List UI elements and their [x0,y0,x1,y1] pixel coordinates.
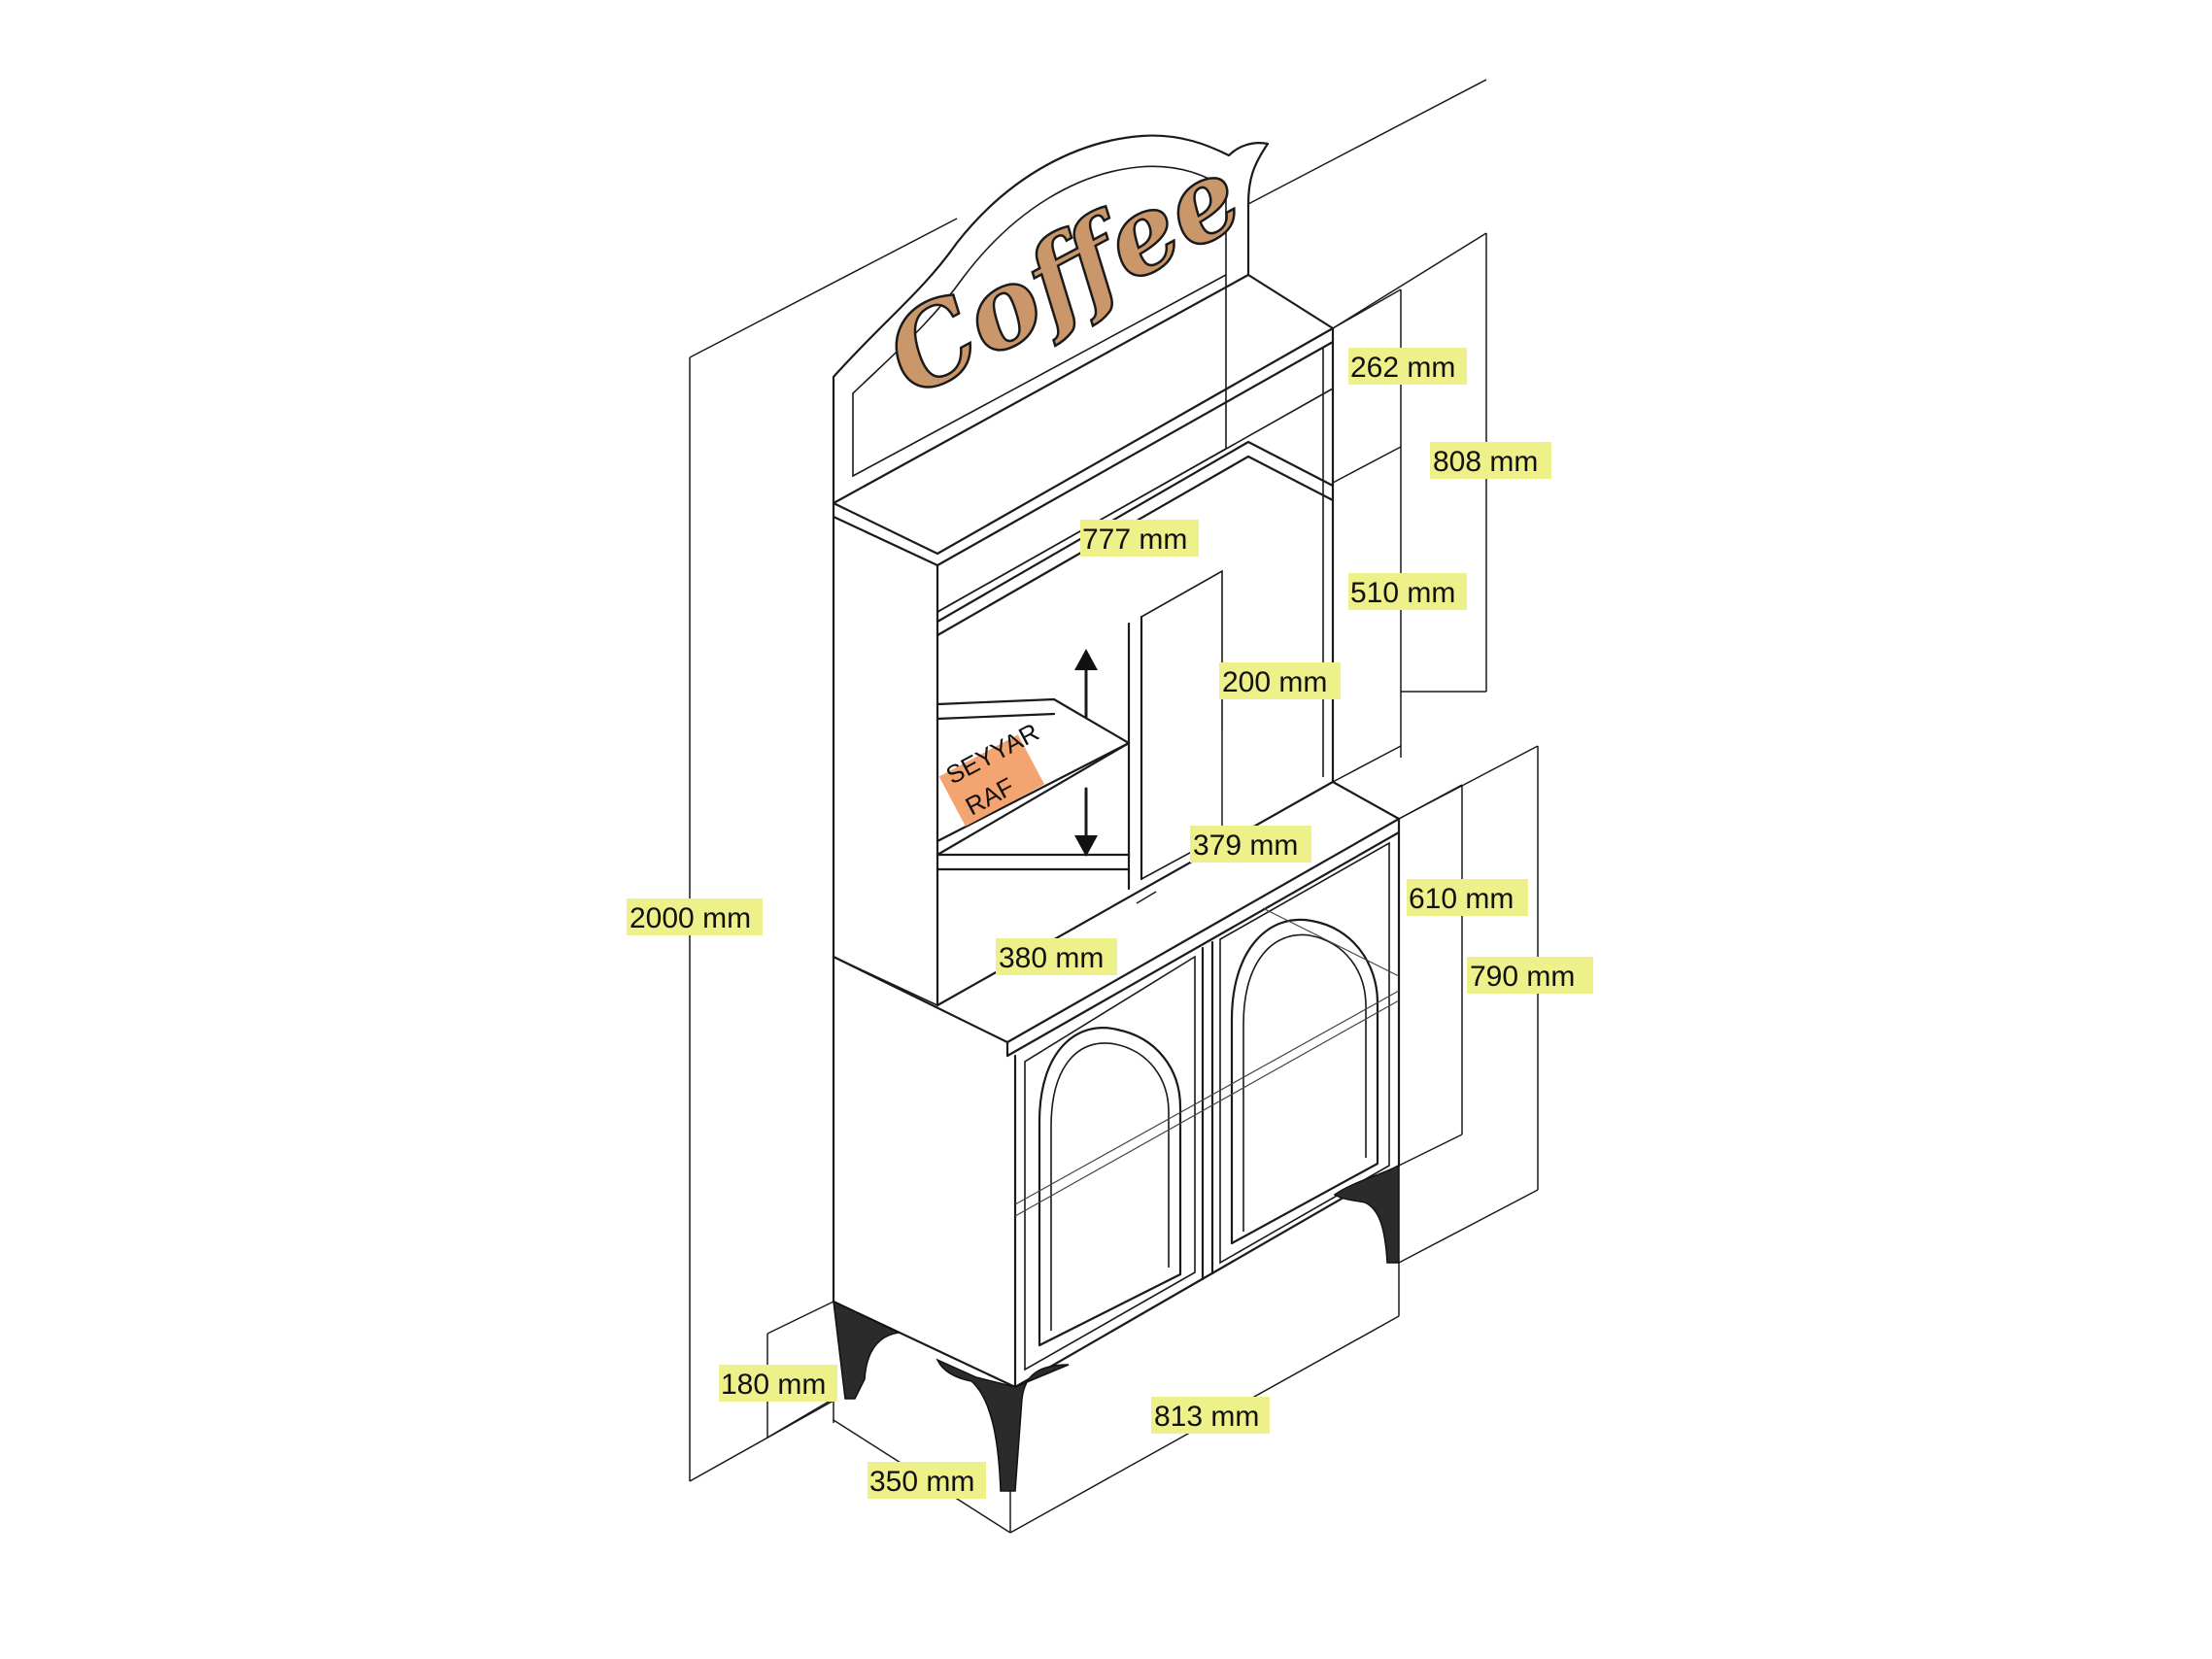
label-cabinet-body-height: 610 mm [1407,879,1528,916]
svg-text:813 mm: 813 mm [1154,1401,1259,1433]
shelf-adjust-arrows [1074,649,1098,857]
svg-text:380 mm: 380 mm [999,942,1104,974]
svg-text:262 mm: 262 mm [1350,352,1455,384]
svg-text:2000 mm: 2000 mm [630,902,751,934]
svg-text:350 mm: 350 mm [869,1466,974,1498]
label-cabinet-height: 790 mm [1467,957,1593,994]
label-sign-height: 262 mm [1348,348,1467,385]
svg-text:610 mm: 610 mm [1409,883,1514,915]
svg-text:808 mm: 808 mm [1433,446,1538,478]
movable-shelf-tag: SEYYAR RAF [938,717,1045,827]
label-depth: 350 mm [868,1462,986,1499]
svg-text:379 mm: 379 mm [1193,830,1298,862]
label-upper-depth: 380 mm [996,938,1117,975]
label-shelf-depth: 379 mm [1190,826,1311,863]
label-total-height: 2000 mm [627,898,763,935]
label-shelf-gap: 200 mm [1219,662,1341,699]
svg-text:510 mm: 510 mm [1350,577,1455,609]
label-width: 813 mm [1151,1397,1270,1434]
svg-text:200 mm: 200 mm [1222,666,1327,698]
label-leg-height: 180 mm [719,1365,837,1402]
coffee-sign: Coffee [832,130,1270,505]
svg-text:777 mm: 777 mm [1082,524,1187,556]
dimension-labels: 2000 mm 262 mm 808 mm 777 mm 510 mm 200 … [627,348,1593,1499]
label-upper-height: 808 mm [1430,442,1551,479]
svg-text:790 mm: 790 mm [1470,961,1575,993]
label-upper-compartment-height: 510 mm [1348,573,1467,610]
svg-text:180 mm: 180 mm [721,1369,826,1401]
cabinet-legs [833,1164,1400,1492]
lower-cabinet [832,780,1401,1389]
label-upper-width: 777 mm [1080,520,1199,557]
